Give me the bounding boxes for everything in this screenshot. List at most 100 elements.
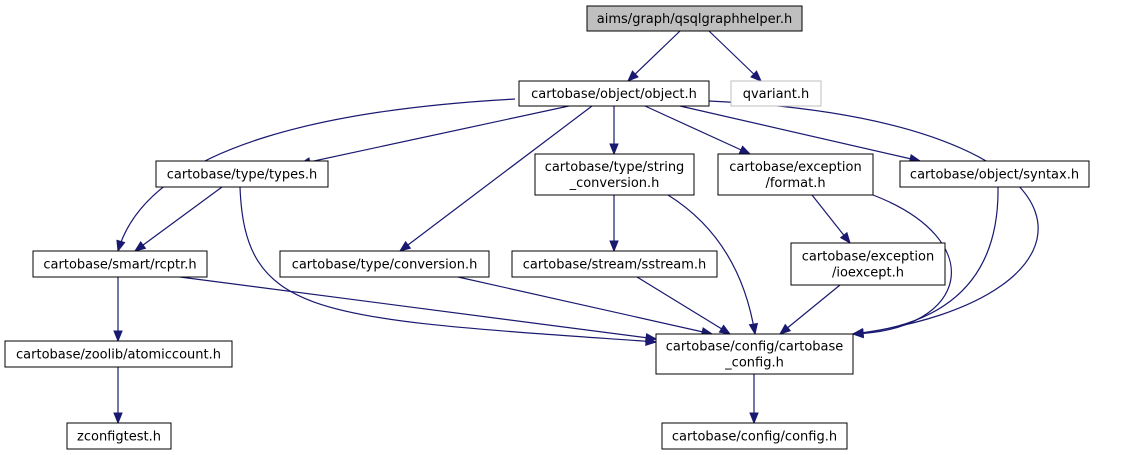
edge-line: [852, 186, 999, 335]
edge-syntax-to-cartobase_config: [851, 186, 999, 338]
arrowhead-icon: [778, 323, 792, 335]
edges-layer: [113, 30, 1039, 425]
arrowhead-icon: [609, 143, 619, 156]
arrowhead-icon: [738, 145, 752, 155]
node-label: cartobase/zoolib/atomiccount.h: [16, 348, 221, 363]
arrowhead-icon: [750, 70, 762, 82]
arrowhead-icon: [749, 412, 759, 425]
edge-cartobase_config-to-config: [749, 374, 759, 425]
node-box: [661, 422, 848, 450]
edge-line: [179, 276, 657, 340]
edge-conversion-to-cartobase_config: [457, 276, 714, 337]
edge-line: [239, 186, 657, 343]
edge-object-to-exception_format: [644, 105, 752, 155]
edge-string_conversion-to-sstream: [609, 195, 619, 253]
node-root[interactable]: aims/graph/qsqlgraphhelper.h: [586, 5, 803, 32]
node-label: cartobase/type/types.h: [167, 168, 317, 183]
edge-object-to-cartobase_config: [708, 100, 1039, 338]
node-label: /format.h: [765, 176, 825, 191]
node-label: zconfigtest.h: [77, 430, 161, 445]
node-box: [66, 422, 172, 450]
arrowhead-icon: [644, 332, 658, 343]
node-label: /ioexcept.h: [832, 266, 904, 281]
edge-root-to-qvariant: [708, 30, 762, 82]
edge-line: [679, 105, 921, 162]
node-label: cartobase/type/string: [545, 160, 685, 175]
node-box: [790, 242, 946, 286]
node-string-conversion[interactable]: cartobase/type/string_conversion.h: [534, 153, 695, 196]
arrowhead-icon: [116, 239, 126, 253]
node-box: [899, 160, 1090, 188]
node-box: [32, 250, 208, 278]
node-cartobase-config[interactable]: cartobase/config/cartobase_config.h: [655, 333, 854, 375]
edge-rcptr-to-cartobase_config: [179, 276, 658, 343]
node-box: [655, 333, 854, 375]
arrowhead-icon: [718, 324, 732, 335]
edge-line: [399, 105, 593, 252]
edge-line: [667, 194, 756, 335]
node-label: cartobase/object/object.h: [531, 87, 697, 102]
node-syntax[interactable]: cartobase/object/syntax.h: [899, 160, 1090, 188]
node-box: [518, 80, 710, 107]
edge-line: [299, 105, 570, 165]
arrowhead-icon: [627, 70, 639, 82]
node-types[interactable]: cartobase/type/types.h: [155, 160, 329, 188]
node-label: _config.h: [724, 356, 784, 371]
edge-line: [134, 186, 223, 252]
node-label: cartobase/config/config.h: [672, 430, 837, 445]
edge-types-to-rcptr: [133, 186, 223, 252]
node-box: [4, 340, 233, 368]
node-conversion[interactable]: cartobase/type/conversion.h: [279, 250, 490, 278]
edge-object-to-conversion: [398, 105, 593, 252]
edge-line: [708, 30, 762, 82]
node-label: cartobase/config/cartobase: [666, 340, 844, 355]
edge-line: [644, 105, 751, 155]
node-label: cartobase/exception: [729, 160, 861, 175]
node-label: cartobase/smart/rcptr.h: [43, 258, 196, 273]
node-box: [534, 153, 695, 196]
node-sstream[interactable]: cartobase/stream/sstream.h: [511, 250, 718, 278]
arrowhead-icon: [839, 231, 851, 245]
node-box: [155, 160, 329, 188]
arrowhead-icon: [133, 240, 147, 252]
edge-object-to-types: [298, 105, 570, 167]
node-exception-format[interactable]: cartobase/exception/format.h: [717, 153, 874, 196]
node-label: _conversion.h: [569, 176, 660, 191]
edge-root-to-object: [627, 30, 681, 82]
edge-line: [852, 194, 952, 335]
node-rcptr[interactable]: cartobase/smart/rcptr.h: [32, 250, 208, 278]
arrowhead-icon: [609, 240, 619, 253]
edge-line: [708, 100, 1039, 335]
edge-atomiccount-to-zconfigtest: [113, 367, 123, 425]
arrowhead-icon: [113, 412, 123, 425]
node-atomiccount[interactable]: cartobase/zoolib/atomiccount.h: [4, 340, 233, 368]
node-object[interactable]: cartobase/object/object.h: [518, 80, 710, 107]
edge-sstream-to-cartobase_config: [636, 276, 732, 335]
node-label: qvariant.h: [743, 87, 810, 102]
node-zconfigtest[interactable]: zconfigtest.h: [66, 422, 172, 450]
node-label: cartobase/exception: [802, 250, 934, 265]
node-config[interactable]: cartobase/config/config.h: [661, 422, 848, 450]
edge-line: [117, 98, 516, 252]
edge-object-to-string_conversion: [609, 106, 619, 156]
node-box: [730, 80, 822, 107]
node-ioexcept[interactable]: cartobase/exception/ioexcept.h: [790, 242, 946, 286]
arrowhead-icon: [748, 322, 759, 336]
edge-line: [627, 30, 681, 82]
node-box: [279, 250, 490, 278]
node-label: cartobase/object/syntax.h: [910, 168, 1079, 183]
edge-string_conversion-to-cartobase_config: [667, 194, 759, 336]
arrowhead-icon: [113, 330, 123, 343]
nodes-layer: aims/graph/qsqlgraphhelper.h cartobase/ob…: [4, 5, 1090, 450]
edge-line: [457, 276, 713, 335]
node-qvariant[interactable]: qvariant.h: [730, 80, 822, 107]
node-label: aims/graph/qsqlgraphhelper.h: [597, 12, 792, 27]
node-box: [511, 250, 718, 278]
arrowhead-icon: [398, 240, 412, 252]
edge-object-to-rcptr: [116, 98, 516, 253]
edge-line: [636, 276, 731, 335]
arrowhead-icon: [851, 328, 864, 338]
node-box: [717, 153, 874, 196]
edge-exception_format-to-ioexcept: [811, 194, 851, 245]
